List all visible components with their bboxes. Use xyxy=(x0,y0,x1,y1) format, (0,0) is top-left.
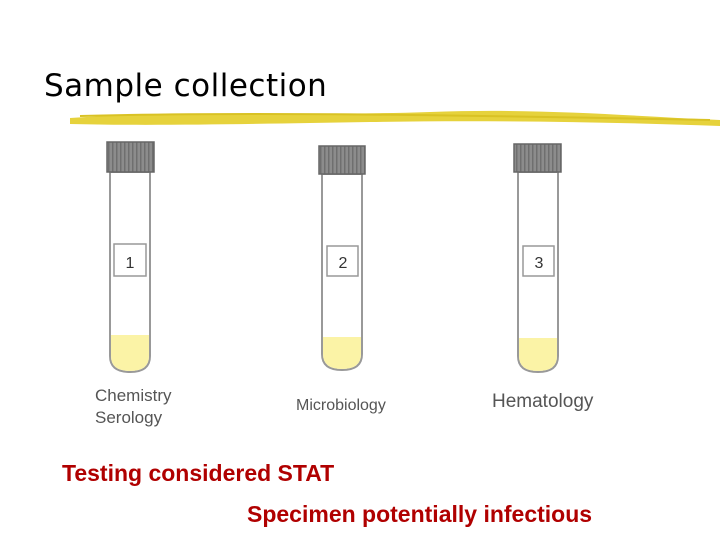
tube-2-serum xyxy=(323,337,361,369)
tube-1-serum xyxy=(111,335,149,371)
tube-3-cap xyxy=(513,143,562,173)
tube-2-label xyxy=(326,245,359,277)
tube-2-caption-line-1: Microbiology xyxy=(296,397,386,414)
note-infectious: Specimen potentially infectious xyxy=(247,501,593,527)
tube-3 xyxy=(513,143,562,374)
tube-1-cap xyxy=(106,141,155,173)
tube-3-label xyxy=(522,245,555,277)
tube-1-caption: Chemistry Serology xyxy=(95,385,172,429)
tube-2-caption: Microbiology xyxy=(296,395,386,417)
title-underline xyxy=(70,110,720,126)
tube-3-number: 3 xyxy=(535,255,544,272)
tube-1-number: 1 xyxy=(126,255,135,272)
tube-1-caption-line-2: Serology xyxy=(95,408,163,427)
slide-title: Sample collection xyxy=(44,68,328,104)
tube-2 xyxy=(318,145,366,372)
tube-3-caption: Hematology xyxy=(492,391,593,413)
note-stat: Testing considered STAT xyxy=(62,460,335,486)
tube-3-caption-line-1: Hematology xyxy=(492,391,594,412)
tube-1-caption-line-1: Chemistry xyxy=(95,386,172,405)
tube-2-cap xyxy=(318,145,366,175)
tube-1 xyxy=(106,141,155,374)
tube-1-label xyxy=(113,243,147,277)
tube-2-number: 2 xyxy=(339,255,348,272)
tube-3-serum xyxy=(519,338,557,371)
